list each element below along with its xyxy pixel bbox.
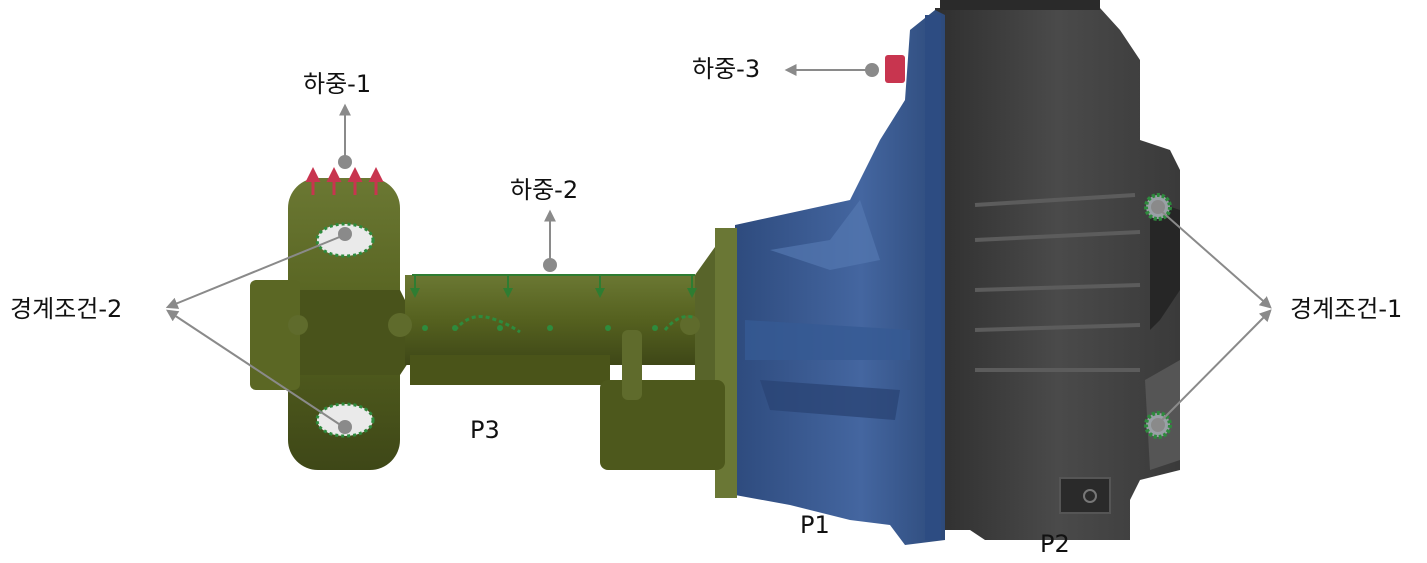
part-p2-housing: [935, 0, 1180, 540]
label-boundary-2: 경계조건-2: [10, 295, 123, 323]
part-p3-assembly: [250, 178, 737, 498]
callout-arrows: [165, 64, 1272, 427]
label-boundary-1: 경계조건-1: [1290, 295, 1403, 323]
label-load-1: 하중-1: [303, 70, 372, 98]
part-p1-housing: [735, 10, 945, 545]
load-3-arrows: [885, 55, 905, 83]
label-load-3: 하중-3: [692, 55, 761, 83]
label-load-2: 하중-2: [510, 176, 579, 204]
label-p2: P2: [1040, 530, 1070, 558]
load-2-distributed: [410, 274, 697, 298]
label-p1: P1: [800, 511, 830, 539]
load-1-arrows: [305, 167, 384, 195]
label-p3: P3: [470, 416, 500, 444]
callout-dots: [338, 63, 1165, 434]
